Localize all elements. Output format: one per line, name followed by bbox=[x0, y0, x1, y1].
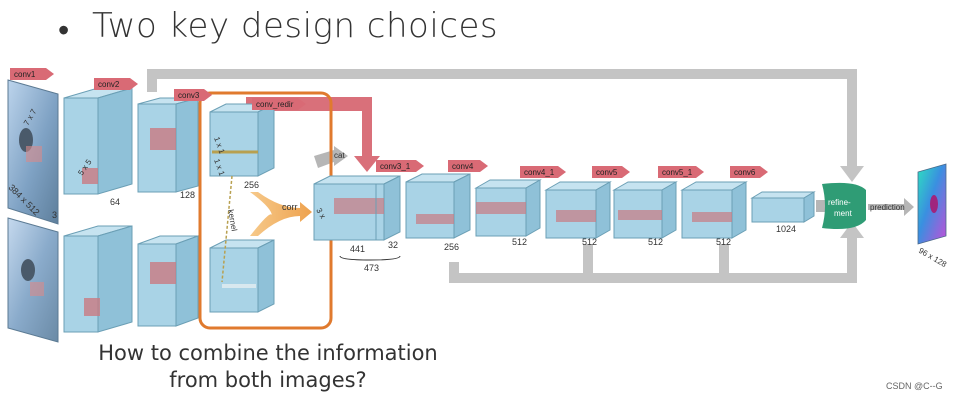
layer-tags: conv1 conv2 conv3 conv_redir conv3_1 conv4 con… bbox=[10, 68, 768, 178]
layer-tag-label: conv_redir bbox=[256, 100, 294, 109]
output-flow-image bbox=[917, 163, 947, 245]
layer-tag-label: conv2 bbox=[98, 80, 120, 89]
conv6-block bbox=[750, 191, 816, 223]
layer-tag-label: conv6 bbox=[734, 168, 756, 177]
watermark: CSDN @C--G bbox=[886, 381, 943, 391]
conv5_1-block bbox=[680, 181, 748, 239]
refinement-label-1: refine- bbox=[828, 198, 851, 207]
refinement-label-2: ment bbox=[834, 209, 853, 218]
kernel-label: kernel bbox=[226, 209, 239, 232]
question-line-2: from both images? bbox=[169, 368, 367, 392]
concat-block bbox=[313, 175, 401, 241]
prediction-arrow bbox=[868, 198, 914, 216]
question-text: How to combine the information from both… bbox=[92, 340, 444, 394]
skip-arrowhead-top bbox=[840, 166, 864, 182]
layer-tag-conv-redir: conv_redir bbox=[252, 98, 306, 110]
brace-473 bbox=[339, 255, 401, 261]
refinement-node bbox=[822, 182, 866, 229]
conv5-block bbox=[612, 181, 678, 239]
conv4-block bbox=[474, 179, 542, 237]
question-line-1: How to combine the information bbox=[98, 341, 438, 365]
layer-tag-label: conv5 bbox=[596, 168, 618, 177]
layer-tag-conv4: conv4 bbox=[448, 160, 488, 172]
conv4_1-dim-label: 512 bbox=[582, 237, 597, 247]
layer-tag-label: conv5_1 bbox=[662, 168, 693, 177]
conv5-dim-label: 512 bbox=[648, 237, 663, 247]
conv2-dim-label: 64 bbox=[110, 197, 120, 207]
corr-arrow bbox=[250, 192, 312, 236]
layer-tag-label: conv1 bbox=[14, 70, 36, 79]
corr-input-block bbox=[209, 239, 275, 313]
output-size-label: 96 x 128 bbox=[917, 246, 949, 269]
redir-dim-label: 256 bbox=[244, 180, 259, 190]
layer-tag-label: conv4 bbox=[452, 162, 474, 171]
conv3-block-top bbox=[137, 97, 199, 193]
layer-tag-conv1: conv1 bbox=[10, 68, 54, 80]
input-channels-label: 3 bbox=[52, 210, 57, 220]
layer-tag-label: conv3_1 bbox=[380, 162, 411, 171]
conv3_1-block bbox=[405, 173, 471, 239]
input-image-bottom bbox=[7, 217, 59, 343]
layer-tag-conv5-1: conv5_1 bbox=[658, 166, 704, 178]
bullet-marker: • bbox=[58, 12, 70, 48]
skip-arrowhead-bottom bbox=[840, 222, 864, 238]
concat-label: cat bbox=[334, 151, 345, 160]
layer-tag-conv3: conv3 bbox=[174, 89, 212, 101]
layer-tag-conv4-1: conv4_1 bbox=[520, 166, 566, 178]
skip-connection-top bbox=[147, 69, 857, 168]
conv3-dim-label: 128 bbox=[180, 190, 195, 200]
prediction-label: prediction bbox=[870, 203, 905, 212]
conv4_1-block bbox=[544, 181, 612, 239]
conv3-block-bottom bbox=[137, 235, 199, 327]
corr-label: corr bbox=[282, 202, 298, 212]
input-image-top bbox=[7, 79, 59, 225]
layer-tag-conv3-1: conv3_1 bbox=[376, 160, 424, 172]
conv6-dim-label: 1024 bbox=[776, 224, 796, 234]
kernel-connector bbox=[221, 175, 233, 283]
dim-32-label: 32 bbox=[388, 240, 398, 250]
conv4-dim-label: 512 bbox=[512, 237, 527, 247]
dim-473-label: 473 bbox=[364, 263, 379, 273]
dim-441-label: 441 bbox=[350, 244, 365, 254]
layer-tag-conv2: conv2 bbox=[94, 78, 138, 90]
layer-tag-conv5: conv5 bbox=[592, 166, 630, 178]
layer-tag-label: conv4_1 bbox=[524, 168, 555, 177]
conv5_1-dim-label: 512 bbox=[716, 237, 731, 247]
slide-title: Two key design choices bbox=[92, 6, 499, 46]
conv3_1-dim-label: 256 bbox=[444, 242, 459, 252]
conv2-block-bottom bbox=[63, 225, 133, 333]
redir-block bbox=[209, 103, 275, 177]
layer-tag-conv6: conv6 bbox=[730, 166, 768, 178]
layer-tag-label: conv3 bbox=[178, 91, 200, 100]
skip-connection-bottom bbox=[449, 236, 857, 283]
conv2-block-top bbox=[63, 87, 133, 195]
